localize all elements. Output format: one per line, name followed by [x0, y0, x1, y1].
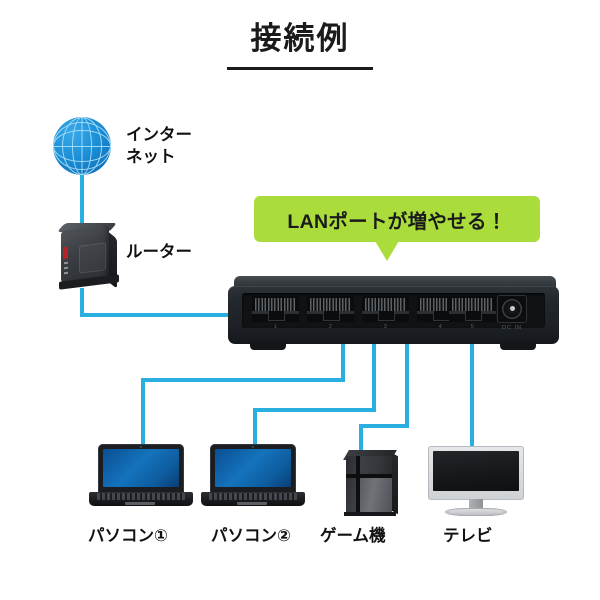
laptop-screen [103, 449, 179, 487]
lan-port-1[interactable] [252, 296, 299, 322]
laptop-trackpad [237, 501, 267, 505]
lan-port-notch [323, 311, 340, 321]
title-block: 接続例 [0, 21, 600, 71]
device-label-console: ゲーム機 [320, 527, 386, 545]
wire-internet-router [80, 168, 84, 228]
router-accent-stripe [63, 246, 68, 260]
lan-port-3[interactable] [362, 296, 409, 322]
laptop-icon-pc2 [201, 444, 305, 506]
device-label-tv: テレビ [443, 527, 493, 545]
lan-port-5[interactable] [449, 296, 496, 322]
wire-port4-to-console [359, 424, 363, 456]
switch-top-face [234, 276, 556, 289]
laptop-lid [98, 444, 184, 494]
wire-port2-to-pc1 [141, 378, 145, 444]
wire-port3-to-pc2 [253, 408, 257, 444]
wire-port2-drop [341, 330, 345, 378]
dc-power-jack[interactable] [497, 295, 527, 323]
router-panel [79, 242, 106, 274]
lan-port-contacts [255, 298, 296, 311]
laptop-base [89, 492, 193, 506]
laptop-lid [210, 444, 296, 494]
router-icon [56, 222, 123, 294]
laptop-base [201, 492, 305, 506]
wire-port4-run [359, 424, 409, 428]
internet-label-line1: インター [126, 126, 192, 144]
console-horizontal-split [346, 474, 392, 478]
lan-port-notch [465, 311, 482, 321]
callout-bubble: LANポートが増やせる！ [254, 196, 540, 242]
internet-label-line2: ネット [126, 148, 176, 166]
lan-port-contacts [452, 298, 493, 311]
laptop-screen [215, 449, 291, 487]
network-switch-icon: 1 2 3 4 5 DC IN [228, 276, 559, 358]
console-lower-panel [360, 478, 392, 514]
callout-text: LANポートが増やせる！ [287, 210, 507, 233]
wire-router-down [80, 288, 84, 316]
device-label-pc1: パソコン① [88, 527, 168, 545]
laptop-icon-pc1 [89, 444, 193, 506]
webcam-icon [252, 445, 254, 448]
lan-port-contacts [365, 298, 406, 311]
wire-port4-drop [405, 330, 409, 428]
switch-foot [250, 342, 286, 350]
dc-jack-pin [510, 306, 515, 311]
lan-port-notch [433, 311, 450, 321]
lan-port-number-4: 4 [438, 324, 443, 330]
page-title: 接続例 [250, 21, 350, 56]
console-vertical-split [356, 456, 360, 514]
webcam-icon [140, 445, 142, 448]
laptop-keyboard [97, 493, 185, 500]
wire-port5-to-tv [470, 330, 474, 450]
tv-bezel [428, 446, 524, 500]
tv-stand-base [445, 508, 507, 516]
dc-jack-ring [502, 299, 522, 319]
dc-in-label: DC IN [502, 325, 522, 331]
lan-port-number-2: 2 [328, 324, 333, 330]
tv-stand-neck [469, 499, 483, 510]
lan-port-number-1: 1 [273, 324, 278, 330]
callout-tail [375, 241, 399, 261]
internet-label: インター ネット [126, 124, 192, 168]
router-label: ルーター [126, 243, 192, 261]
wire-port2-run [141, 378, 345, 382]
game-console-icon [342, 448, 400, 518]
switch-foot [500, 342, 536, 350]
wire-port3-drop [372, 330, 376, 412]
lan-port-notch [268, 311, 285, 321]
globe-icon [53, 117, 111, 175]
lan-port-2[interactable] [307, 296, 354, 322]
lan-port-contacts [310, 298, 351, 311]
wire-port3-run [253, 408, 376, 412]
title-underline [227, 67, 373, 71]
laptop-trackpad [125, 501, 155, 505]
wire-router-to-port1 [80, 313, 280, 317]
lan-port-notch [378, 311, 395, 321]
television-icon [428, 446, 524, 518]
laptop-keyboard [209, 493, 297, 500]
globe-parallel [53, 121, 111, 171]
lan-port-number-5: 5 [470, 324, 475, 330]
lan-port-number-3: 3 [383, 324, 388, 330]
console-foot [344, 512, 396, 516]
device-label-pc2: パソコン② [211, 527, 291, 545]
tv-screen [433, 451, 519, 491]
